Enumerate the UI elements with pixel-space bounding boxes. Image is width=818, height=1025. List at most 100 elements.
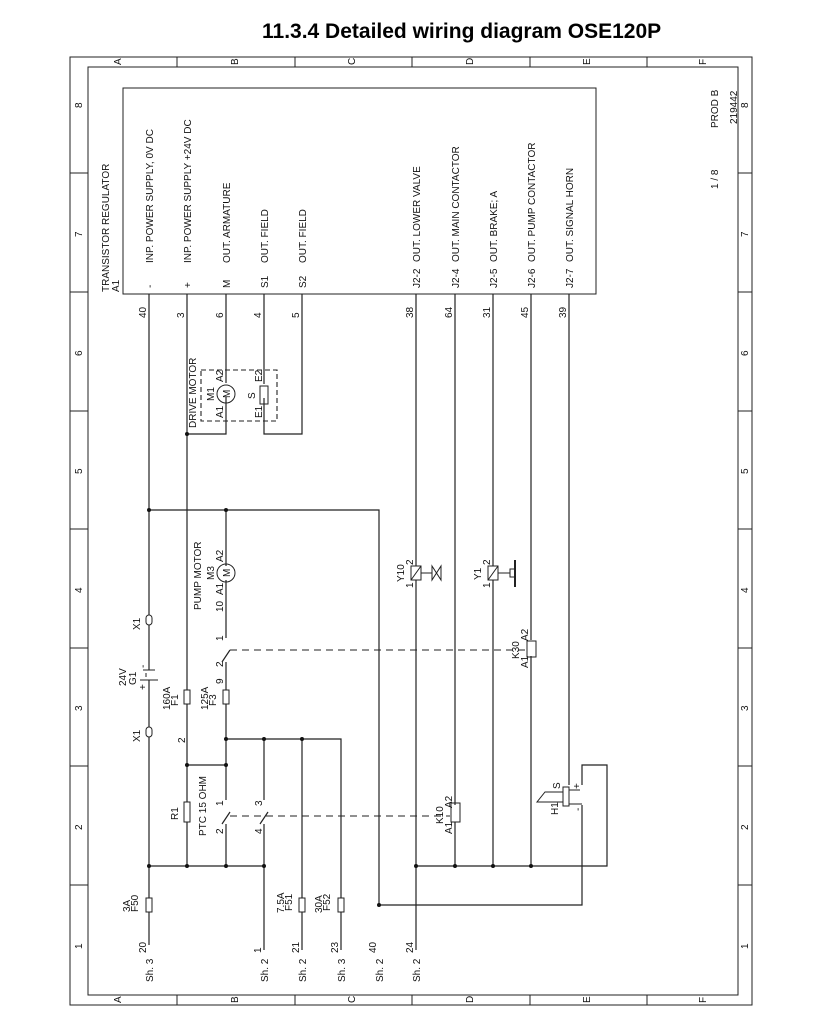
diagram-label: 20 bbox=[138, 941, 149, 953]
diagram-label: J2-7 bbox=[565, 268, 576, 288]
diagram-label: 45 bbox=[520, 306, 531, 318]
diagram-label: 8 bbox=[74, 102, 85, 108]
diagram-label: K30 bbox=[511, 641, 522, 659]
diagram-label: 5 bbox=[74, 468, 85, 474]
diagram-label: OUT. BRAKE; A bbox=[489, 191, 500, 262]
diagram-label: F3 bbox=[208, 694, 219, 706]
diagram-label: 30A bbox=[314, 895, 325, 913]
diagram-label: 3 bbox=[74, 705, 85, 711]
diagram-label: - bbox=[573, 808, 584, 811]
diagram-label: D bbox=[465, 58, 476, 65]
diagram-label: J2-2 bbox=[412, 268, 423, 288]
diagram-label: - bbox=[145, 285, 156, 288]
diagram-label: PUMP MOTOR bbox=[193, 541, 204, 610]
diagram-label: D bbox=[465, 996, 476, 1003]
diagram-label: - bbox=[138, 665, 149, 668]
drawing-frame bbox=[69, 56, 753, 1006]
diagram-label: 7 bbox=[740, 231, 751, 237]
diagram-label: A1 bbox=[111, 279, 122, 292]
diagram-label: 6 bbox=[740, 350, 751, 356]
diagram-label: Sh. 2 bbox=[412, 958, 423, 982]
diagram-label: 4 bbox=[740, 587, 751, 593]
diagram-label: F bbox=[698, 59, 709, 65]
fuses: 160A F1 125A F3 3A F50 7.5A F51 30A F52 bbox=[122, 686, 345, 913]
diagram-label: F1 bbox=[170, 694, 181, 706]
diagram-label: 8 bbox=[740, 102, 751, 108]
diagram-label: C bbox=[347, 58, 358, 65]
diagram-label: + bbox=[138, 684, 149, 690]
motor-m1-icon bbox=[216, 384, 236, 404]
diagram-label: INP. POWER SUPPLY, 0V DC bbox=[145, 129, 156, 263]
diagram-label: K10 bbox=[435, 806, 446, 824]
diagram-label: J2-4 bbox=[451, 268, 462, 288]
diagram-label: + bbox=[183, 282, 194, 288]
diagram-label: 160A bbox=[162, 686, 173, 710]
diagram-label: TRANSISTOR REGULATOR bbox=[101, 164, 112, 292]
diagram-label: 2 bbox=[740, 824, 751, 830]
diagram-label: F51 bbox=[284, 893, 295, 911]
diagram-label: 2 bbox=[177, 737, 188, 743]
diagram-label: 39 bbox=[558, 306, 569, 318]
diagram-label: 64 bbox=[444, 306, 455, 318]
diagram-label: Sh. 2 bbox=[375, 958, 386, 982]
diagram-label: 5 bbox=[291, 312, 302, 318]
diagram-label: 1 bbox=[215, 635, 226, 641]
diagram-label: A2 bbox=[520, 628, 531, 641]
diagram-label: OUT. FIELD bbox=[298, 209, 309, 263]
diagram-label: 1 bbox=[405, 582, 416, 588]
diagram-label: 1 bbox=[74, 943, 85, 949]
diagram-label: DRIVE MOTOR bbox=[188, 358, 199, 428]
motor-m3-icon bbox=[216, 563, 236, 583]
contactor-k30: 1 2 K30 A1 A2 bbox=[215, 628, 537, 668]
diagram-label: 21 bbox=[291, 941, 302, 953]
diagram-label: OUT. LOWER VALVE bbox=[412, 166, 423, 262]
signal-horn-h1: H1 S + - bbox=[535, 782, 584, 815]
diagram-label: B bbox=[230, 58, 241, 65]
diagram-label: OUT. SIGNAL HORN bbox=[565, 168, 576, 262]
diagram-label: X1 bbox=[132, 617, 143, 630]
diagram-label: A bbox=[113, 996, 124, 1003]
row-labels: 1 2 3 4 5 6 7 8 1 2 3 4 5 6 7 8 bbox=[74, 102, 751, 949]
diagram-label: H1 bbox=[550, 802, 561, 815]
diagram-label: 3 bbox=[176, 312, 187, 318]
diagram-label: 219442 bbox=[729, 90, 740, 124]
brake-y1: Y1 1 2 bbox=[473, 559, 516, 588]
diagram-label: 3 bbox=[740, 705, 751, 711]
diagram-label: 24V bbox=[118, 668, 129, 686]
diagram-label: 4 bbox=[74, 587, 85, 593]
page-title: 11.3.4 Detailed wiring diagram OSE120P bbox=[262, 20, 662, 43]
diagram-label: 1 bbox=[482, 582, 493, 588]
diagram-label: 5 bbox=[740, 468, 751, 474]
diagram-label: F50 bbox=[130, 894, 141, 912]
diagram-label: E bbox=[582, 996, 593, 1003]
diagram-label: 1 bbox=[215, 800, 226, 806]
diagram-label: 6 bbox=[74, 350, 85, 356]
diagram-label: A2 bbox=[215, 369, 226, 382]
diagram-label: J2-6 bbox=[527, 268, 538, 288]
connector-x1: X1 X1 bbox=[132, 614, 153, 742]
diagram-label: 1 bbox=[740, 943, 751, 949]
diagram-label: Sh. 2 bbox=[260, 958, 271, 982]
diagram-label: E bbox=[582, 58, 593, 65]
drive-motor: M DRIVE MOTOR M1 A1 A2 S E1 E2 bbox=[188, 358, 278, 428]
regulator-terminals: - + M S1 S2 J2-2 J2-4 J2-5 J2-6 J2-7 INP… bbox=[138, 119, 576, 318]
diagram-label: A2 bbox=[215, 549, 226, 562]
diagram-label: R1 bbox=[170, 807, 181, 820]
diagram-label: OUT. FIELD bbox=[260, 209, 271, 263]
diagram-label: S bbox=[552, 782, 563, 789]
title-block: PROD B 219442 1 / 8 bbox=[710, 89, 740, 189]
diagram-label: M bbox=[222, 569, 233, 577]
diagram-label: 23 bbox=[330, 941, 341, 953]
diagram-label: A1 bbox=[444, 821, 455, 834]
diagram-label: M1 bbox=[206, 387, 217, 401]
diagram-label: A1 bbox=[215, 582, 226, 595]
diagram-label: J2-5 bbox=[489, 268, 500, 288]
resistor-r1: R1 PTC 15 OHM bbox=[170, 776, 209, 836]
diagram-label: Sh. 3 bbox=[145, 958, 156, 982]
field-winding-icon bbox=[259, 385, 269, 405]
pump-motor: M PUMP MOTOR M3 A1 A2 10 bbox=[193, 541, 236, 612]
diagram-label: Sh. 3 bbox=[337, 958, 348, 982]
diagram-label: A1 bbox=[520, 655, 531, 668]
diagram-label: C bbox=[347, 996, 358, 1003]
